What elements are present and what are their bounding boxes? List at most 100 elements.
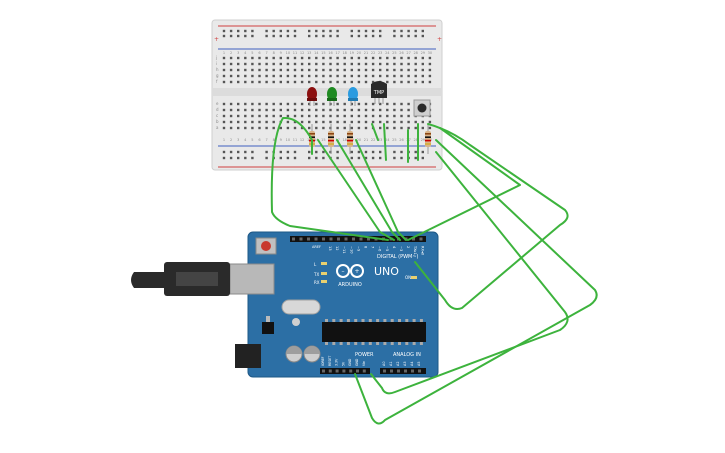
wire[interactable] [270, 117, 389, 241]
analog-pin-label: A4 [410, 362, 414, 366]
wire[interactable] [414, 123, 569, 310]
digital-pin-label: TX▸1 [413, 245, 417, 255]
column-number: 12 [300, 138, 304, 142]
column-number: 10 [286, 138, 290, 142]
row-letter: c [216, 113, 218, 118]
column-number: 24 [385, 51, 390, 55]
column-number: 15 [321, 51, 325, 55]
column-number: 12 [300, 51, 304, 55]
analog-pin-label: A5 [417, 362, 421, 366]
column-number: 8 [273, 51, 275, 55]
digital-pin-label: 7 [371, 246, 375, 248]
usb-cable [131, 272, 164, 288]
wire[interactable] [336, 139, 401, 241]
digital-pin-label: RX◂0 [420, 246, 424, 256]
svg-text:–: – [342, 268, 345, 275]
rail-plus-label-right: + [437, 36, 442, 43]
column-number: 6 [258, 51, 260, 55]
push-button[interactable] [413, 99, 431, 117]
board-brand: UNO [374, 265, 399, 278]
column-number: 23 [378, 51, 382, 55]
column-number: 7 [265, 51, 267, 55]
led-green[interactable] [327, 87, 337, 106]
power-pin-label: Vin [362, 361, 366, 366]
row-letter: a [216, 125, 219, 130]
led-blue[interactable] [348, 87, 358, 106]
led-rx-label: RX [314, 280, 320, 285]
column-number: 11 [293, 51, 297, 55]
digital-pin-label: ~6 [378, 246, 382, 252]
column-number: 28 [413, 51, 417, 55]
row-letter: i [216, 61, 217, 66]
led-red[interactable] [307, 87, 317, 106]
digital-pin-label: ~10 [349, 246, 353, 254]
led-tx-label: TX [313, 272, 319, 277]
wire[interactable] [317, 139, 395, 241]
wire[interactable] [354, 139, 598, 425]
column-number: 18 [342, 138, 346, 142]
aref-label: AREF [312, 245, 321, 249]
wire[interactable] [407, 127, 521, 241]
column-number: 17 [335, 51, 339, 55]
analog-pin-label: A1 [389, 362, 393, 366]
digital-pin-label: 12 [335, 246, 339, 251]
analog-pin-label: A2 [396, 362, 400, 366]
digital-pin-label: ~3 [399, 246, 403, 251]
analog-label: ANALOG IN [393, 352, 421, 358]
column-number: 2 [230, 51, 232, 55]
digital-label: DIGITAL (PWM~) [377, 254, 419, 260]
column-number: 20 [357, 51, 361, 55]
column-number: 6 [258, 138, 260, 142]
column-number: 15 [321, 138, 325, 142]
resistor[interactable] [328, 124, 334, 154]
column-number: 3 [237, 51, 239, 55]
column-number: 22 [371, 51, 375, 55]
column-number: 20 [357, 138, 361, 142]
column-number: 2 [230, 138, 232, 142]
digital-pin-label: ~11 [342, 246, 346, 254]
row-letter: g [216, 73, 219, 78]
wire[interactable] [371, 123, 379, 141]
digital-pin-label: 13 [328, 246, 332, 251]
crystal-oscillator [281, 299, 321, 315]
power-pin-label: RESET [328, 356, 332, 366]
resistor[interactable] [425, 124, 431, 154]
column-number: 26 [399, 138, 403, 142]
column-number: 1 [223, 138, 225, 142]
wire[interactable] [370, 151, 569, 395]
digital-pin-label: 4 [392, 246, 396, 249]
power-pin-label: GND [348, 358, 352, 366]
column-number: 27 [406, 51, 410, 55]
resistor[interactable] [347, 124, 353, 154]
temperature-sensor[interactable]: TMP [371, 81, 387, 104]
microcontroller-chip [322, 322, 426, 342]
power-pin-label: 3.3V [335, 358, 339, 366]
column-number: 4 [244, 51, 247, 55]
rail-plus-label: + [214, 36, 219, 43]
arduino-logo: – + [336, 264, 364, 278]
column-number: 28 [413, 138, 417, 142]
breadboard-holes [222, 29, 432, 160]
wire[interactable] [355, 139, 407, 241]
wire[interactable] [383, 123, 387, 161]
digital-pin-label: ~9 [356, 246, 360, 252]
column-number: 19 [350, 51, 354, 55]
row-letter: j [215, 55, 217, 60]
board-name: ARDUINO [338, 282, 362, 288]
analog-pin-label: A0 [382, 362, 386, 366]
row-letter: h [216, 67, 219, 72]
column-number: 25 [392, 51, 396, 55]
column-number: 11 [293, 138, 297, 142]
column-number: 16 [328, 51, 332, 55]
column-number: 29 [421, 138, 425, 142]
power-label: POWER [355, 352, 374, 358]
column-number: 24 [385, 138, 390, 142]
svg-text:+: + [354, 268, 359, 275]
column-number: 25 [392, 138, 396, 142]
digital-pin-label: 8 [364, 246, 368, 249]
column-number: 9 [280, 51, 282, 55]
